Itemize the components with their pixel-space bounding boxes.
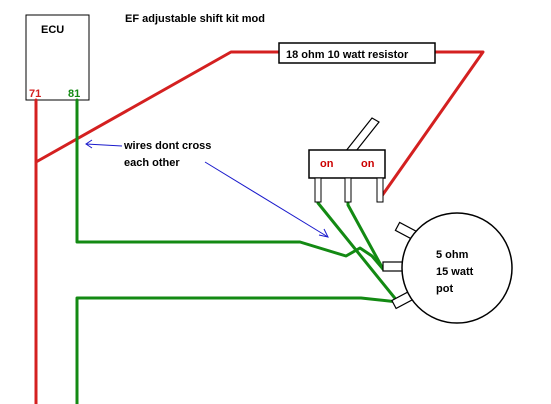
note-arrows: [85, 139, 329, 238]
arrow-to-ecu-crossing: [85, 143, 123, 147]
red-wire-resistor-to-switch: [377, 50, 485, 202]
switch-left-on-label: on: [320, 158, 334, 170]
switch-terminal-left: [314, 177, 322, 203]
pot-label-line2: 15 watt: [436, 266, 474, 278]
ecu-box: [25, 14, 90, 101]
toggle-switch: on on: [308, 117, 386, 203]
potentiometer: 5 ohm 15 watt pot: [382, 212, 513, 324]
green-wire-switch-left-to-pot: [316, 178, 400, 304]
green-wire-bottom-to-pot: [75, 290, 430, 404]
ecu-label: ECU: [41, 24, 64, 36]
pot-label-line3: pot: [436, 283, 453, 295]
switch-terminal-middle: [344, 177, 352, 203]
arrow-to-pot-crossing: [204, 161, 329, 238]
switch-terminal-right: [376, 177, 384, 203]
diagram-title: EF adjustable shift kit mod: [125, 13, 265, 25]
ecu-pin-81-label: 81: [68, 88, 80, 100]
note-line2: each other: [124, 157, 180, 169]
green-wire-pin81-to-pot: [75, 98, 385, 271]
resistor-label: 18 ohm 10 watt resistor: [286, 49, 409, 61]
arrowhead-left-icon: [85, 139, 93, 149]
switch-right-on-label: on: [361, 158, 375, 170]
pot-label-line1: 5 ohm: [436, 249, 469, 261]
pot-body: [401, 212, 513, 324]
arrowhead-right-icon: [318, 228, 329, 238]
ecu-pin-71-label: 71: [29, 88, 41, 100]
red-wire-to-resistor: [34, 50, 281, 164]
switch-body: [308, 149, 386, 179]
red-wire-group: [34, 50, 485, 404]
note-line1: wires dont cross: [123, 140, 211, 152]
resistor-body: [278, 42, 436, 64]
